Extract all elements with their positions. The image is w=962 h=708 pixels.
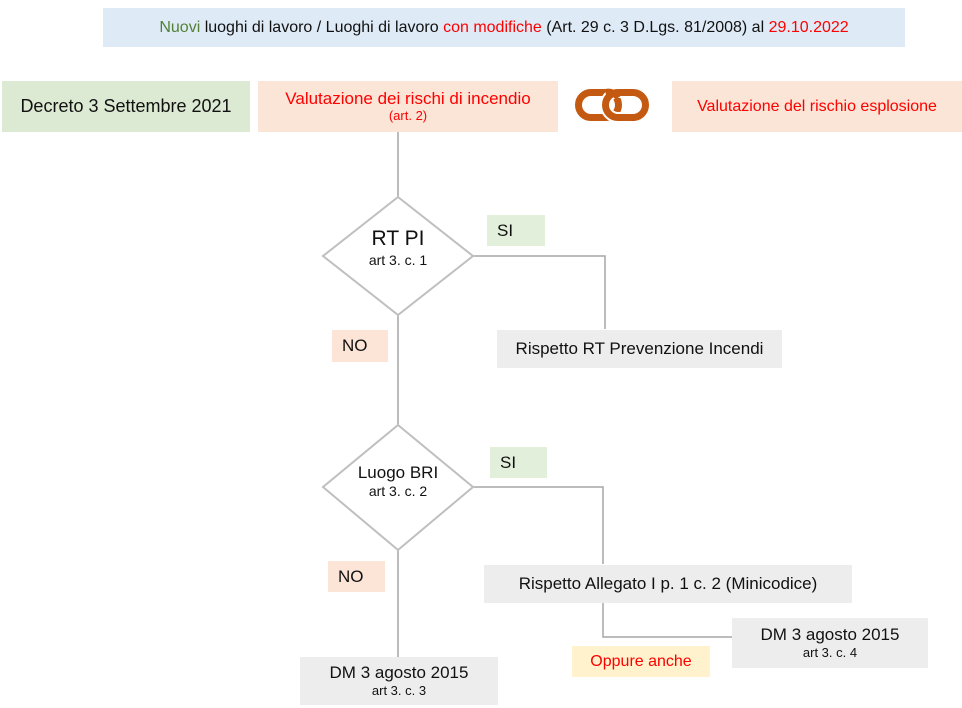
explosion-risk-label: Valutazione del rischio esplosione: [697, 97, 937, 115]
title-segment-con-modifiche: con modifiche: [443, 18, 542, 36]
decree-box: Decreto 3 Settembre 2021: [2, 81, 250, 132]
result-minicodice-box: Rispetto Allegato I p. 1 c. 2 (Minicodic…: [484, 565, 852, 603]
decision-diamond-1: RT PI art 3. c. 1: [323, 226, 473, 270]
result-dm-c3-line1: DM 3 agosto 2015: [329, 663, 469, 682]
result-minicodice-label: Rispetto Allegato I p. 1 c. 2 (Minicodic…: [518, 573, 818, 593]
label-si-2: SI: [490, 447, 547, 478]
result-dm-c4-line2: art 3. c. 4: [802, 645, 858, 661]
decision1-title: RT PI: [371, 227, 425, 250]
title-segment-luoghi: luoghi di lavoro / Luoghi di lavoro: [204, 18, 444, 36]
title-segment-nuovi: Nuovi: [159, 18, 205, 36]
chain-link-icon-svg: [575, 87, 650, 123]
chain-link-icon: [574, 84, 650, 126]
label-no-1: NO: [332, 330, 388, 362]
fire-risk-line2: (art. 2): [388, 107, 428, 123]
decision2-title: Luogo BRI: [357, 463, 439, 482]
label-no-2: NO: [328, 561, 385, 592]
title-banner: Nuovi luoghi di lavoro / Luoghi di lavor…: [103, 8, 905, 47]
label-oppure-anche: Oppure anche: [572, 646, 710, 677]
result-dm-c3-line2: art 3. c. 3: [371, 683, 427, 699]
result-dm-c4-line1: DM 3 agosto 2015: [760, 625, 900, 644]
fire-risk-box: Valutazione dei rischi di incendio (art.…: [258, 81, 558, 132]
explosion-risk-box: Valutazione del rischio esplosione: [672, 81, 962, 132]
result-rt-prevenzione-box: Rispetto RT Prevenzione Incendi: [497, 330, 782, 368]
result-rt-prevenzione-label: Rispetto RT Prevenzione Incendi: [515, 338, 764, 358]
fire-risk-line1: Valutazione dei rischi di incendio: [285, 89, 531, 109]
connector-minicodice-to-dm4: [602, 603, 732, 638]
connector-diamond1-si: [473, 255, 606, 329]
decision1-subtitle: art 3. c. 1: [368, 252, 428, 269]
connector-diamond2-si: [473, 486, 604, 564]
result-dm-c3-box: DM 3 agosto 2015 art 3. c. 3: [300, 657, 498, 705]
decree-label: Decreto 3 Settembre 2021: [20, 96, 232, 116]
decision2-subtitle: art 3. c. 2: [368, 483, 428, 500]
title-segment-art29: (Art. 29 c. 3 D.Lgs. 81/2008) al: [541, 18, 769, 36]
label-si-1: SI: [487, 215, 545, 246]
title-segment-date: 29.10.2022: [768, 18, 849, 36]
result-dm-c4-box: DM 3 agosto 2015 art 3. c. 4: [732, 618, 928, 668]
title-text: Nuovi luoghi di lavoro / Luoghi di lavor…: [159, 19, 848, 37]
decision-diamond-2: Luogo BRI art 3. c. 2: [323, 462, 473, 501]
